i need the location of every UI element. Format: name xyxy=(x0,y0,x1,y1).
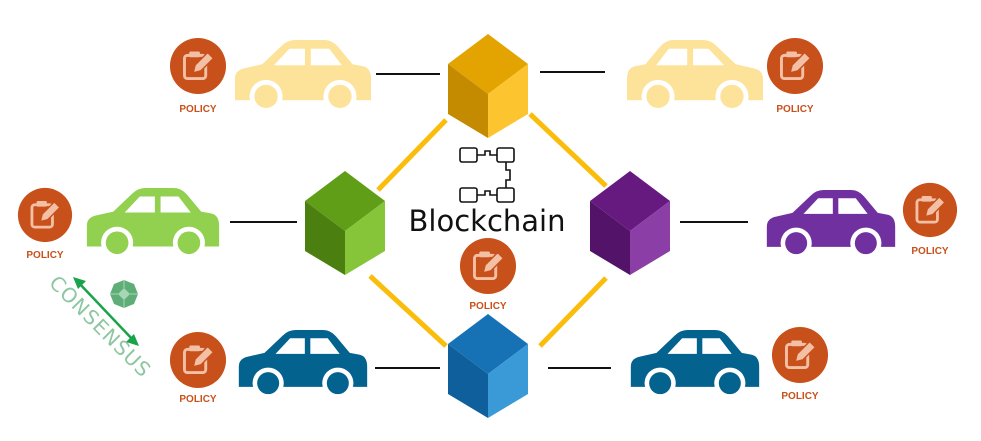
policy-label: POLICY xyxy=(469,301,507,312)
policy-bottom-left: POLICY xyxy=(168,330,228,405)
gem-icon xyxy=(110,280,138,308)
link-left-bottom xyxy=(368,274,448,348)
policy-label: POLICY xyxy=(911,246,949,257)
cube-node-left xyxy=(305,171,385,275)
car-top-right xyxy=(626,40,764,113)
cube-node-top xyxy=(448,34,528,138)
arrow-head-start xyxy=(73,277,86,289)
car-right xyxy=(766,190,896,259)
policy-icon xyxy=(901,181,959,239)
policy-icon xyxy=(458,236,518,296)
policy-icon xyxy=(16,186,74,244)
arrow-head-end xyxy=(126,334,139,346)
blockchain-chain-icon xyxy=(459,147,515,203)
policy-label: POLICY xyxy=(179,104,217,115)
policy-right: POLICY xyxy=(901,181,959,257)
car-left xyxy=(86,188,220,259)
consensus-indicator: CONSENSUS xyxy=(44,271,156,383)
blockchain-title: Blockchain xyxy=(409,204,566,238)
link-right-bottom xyxy=(538,276,608,348)
policy-label: POLICY xyxy=(26,250,64,261)
policy-icon xyxy=(168,36,228,96)
policy-label: POLICY xyxy=(781,391,819,402)
policy-left: POLICY xyxy=(16,186,74,261)
policy-label: POLICY xyxy=(179,394,217,405)
policy-icon xyxy=(765,36,825,96)
policy-icon xyxy=(168,330,228,390)
car-bottom-right xyxy=(630,330,760,399)
policy-top-right: POLICY xyxy=(765,36,825,115)
network-links xyxy=(368,112,608,348)
car-connectors xyxy=(230,71,748,369)
link-top-left xyxy=(376,118,448,192)
policy-icon xyxy=(770,325,830,385)
cube-node-bottom xyxy=(448,314,528,418)
car-bottom-left xyxy=(238,330,368,399)
policy-label: POLICY xyxy=(776,104,814,115)
car-top-left xyxy=(234,40,372,113)
policy-center: POLICY xyxy=(458,236,518,312)
consensus-arrow xyxy=(77,281,135,342)
policy-top-left: POLICY xyxy=(168,36,228,115)
consensus-label: CONSENSUS xyxy=(44,271,156,383)
cube-node-right xyxy=(590,171,670,275)
policy-bottom-right: POLICY xyxy=(770,325,830,402)
link-top-right xyxy=(528,112,608,188)
